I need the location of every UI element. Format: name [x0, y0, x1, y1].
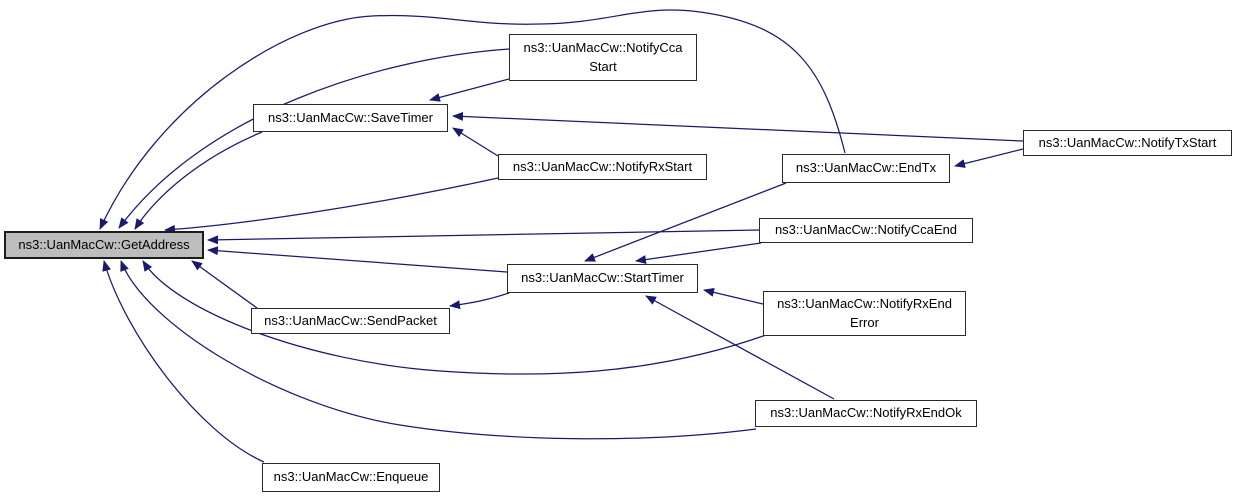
- edge-notify-tx-start-to-end-tx: [954, 148, 1024, 168]
- edge-notify-rx-end-error-to-get-address: [142, 260, 767, 375]
- edge-notify-cca-end-to-get-address: [207, 229, 760, 245]
- edge-notify-cca-start-to-get-address: [118, 48, 510, 229]
- node-start-timer[interactable]: ns3::UanMacCw::StartTimer: [507, 264, 698, 293]
- edge-enqueue-to-get-address: [102, 260, 265, 463]
- node-end-tx[interactable]: ns3::UanMacCw::EndTx: [782, 154, 950, 183]
- node-save-timer[interactable]: ns3::UanMacCw::SaveTimer: [253, 104, 448, 132]
- edge-notify-rx-start-to-save-timer: [452, 127, 499, 157]
- edge-notify-rx-end-ok-to-start-timer: [645, 295, 835, 400]
- node-notify-tx-start[interactable]: ns3::UanMacCw::NotifyTxStart: [1023, 130, 1232, 156]
- edge-send-packet-to-get-address: [191, 260, 258, 309]
- edge-notify-rx-end-ok-to-get-address: [120, 260, 757, 440]
- edge-end-tx-to-start-timer: [584, 182, 787, 262]
- node-notify-rx-start[interactable]: ns3::UanMacCw::NotifyRxStart: [498, 154, 707, 180]
- node-notify-cca-end[interactable]: ns3::UanMacCw::NotifyCcaEnd: [759, 218, 973, 243]
- node-notify-rx-end-error[interactable]: ns3::UanMacCw::NotifyRxEnd Error: [763, 291, 966, 336]
- node-get-address: ns3::UanMacCw::GetAddress: [4, 231, 204, 259]
- node-send-packet[interactable]: ns3::UanMacCw::SendPacket: [251, 308, 450, 334]
- edge-notify-rx-start-to-get-address: [164, 177, 499, 234]
- edge-start-timer-to-get-address: [207, 246, 508, 273]
- edge-save-timer-to-get-address: [134, 131, 263, 230]
- node-notify-cca-start[interactable]: ns3::UanMacCw::NotifyCca Start: [509, 34, 697, 81]
- edge-notify-rx-end-error-to-start-timer: [703, 287, 764, 305]
- node-notify-rx-end-ok[interactable]: ns3::UanMacCw::NotifyRxEndOk: [755, 400, 977, 427]
- edge-end-tx-to-get-address: [99, 9, 846, 230]
- edge-notify-cca-start-to-save-timer: [429, 78, 510, 102]
- node-enqueue[interactable]: ns3::UanMacCw::Enqueue: [262, 463, 440, 492]
- edge-start-timer-to-send-packet: [449, 292, 510, 310]
- edge-notify-cca-end-to-start-timer: [635, 242, 762, 265]
- edge-notify-tx-start-to-save-timer: [452, 111, 1024, 142]
